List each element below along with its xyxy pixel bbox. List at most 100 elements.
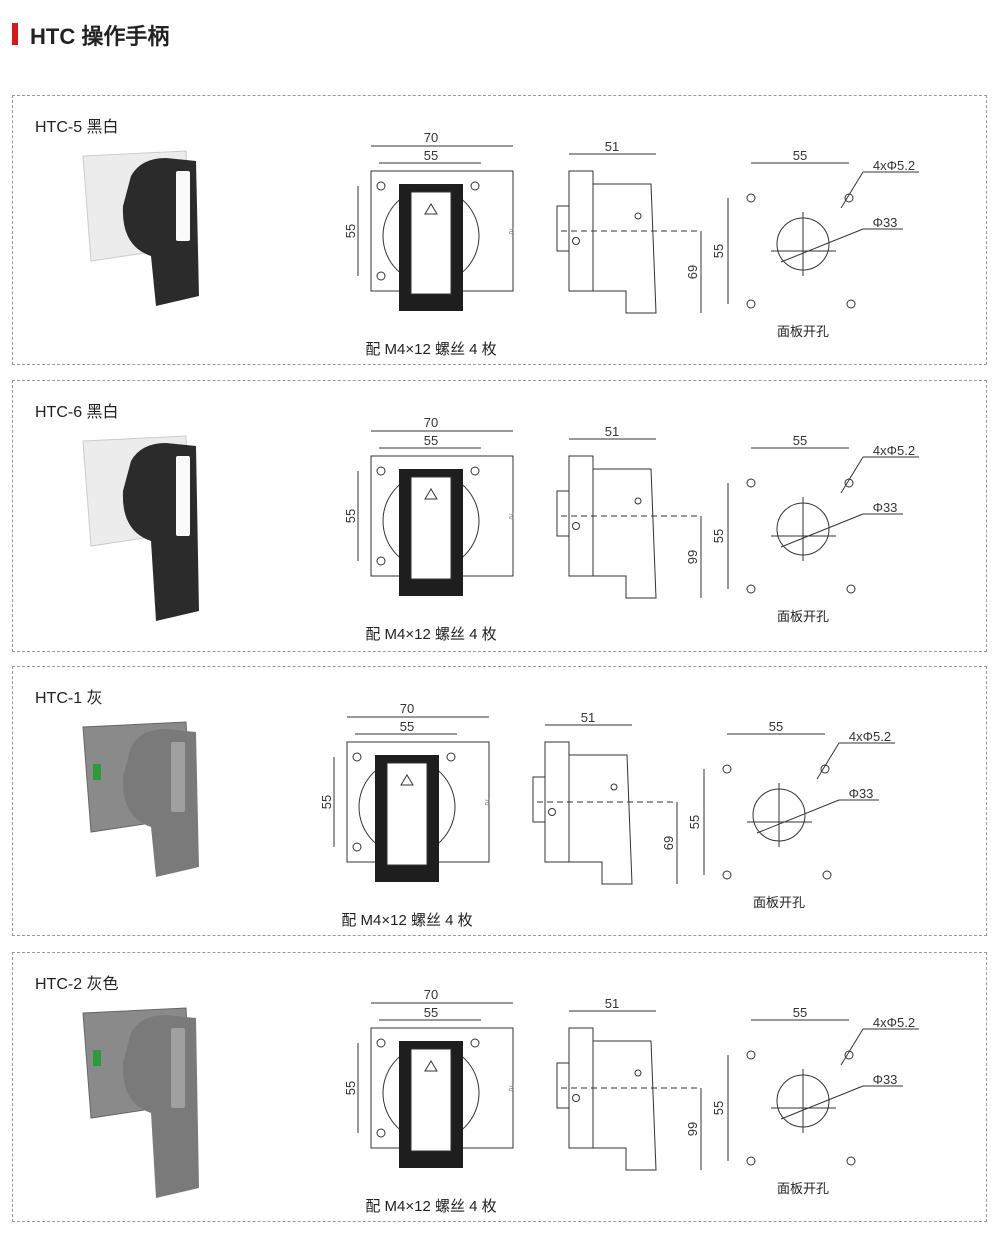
header-accent-bar xyxy=(12,23,18,45)
section-title: HTC-6 黑白 xyxy=(35,404,119,421)
dim-small-hole: 4xΦ5.2 xyxy=(873,158,915,173)
panel-label: 面板开孔 xyxy=(777,1181,829,1196)
dim-hole-spacing: 55 xyxy=(424,433,438,448)
dim-panel-spacing-v: 55 xyxy=(711,529,726,543)
handle-insert xyxy=(171,1028,185,1108)
mount-hole xyxy=(746,478,756,488)
dim-hole-spacing-v: 55 xyxy=(343,224,358,238)
screw-hole xyxy=(376,181,386,191)
mount-hole xyxy=(846,1156,856,1166)
leader-line xyxy=(780,513,864,548)
caption: 配 M4×12 螺丝 4 枚 xyxy=(365,341,496,358)
dim-tiny: 70 xyxy=(507,1085,513,1092)
leader-line xyxy=(780,228,864,263)
dim-panel-spacing-v: 55 xyxy=(711,1101,726,1115)
dim-panel-spacing-v: 55 xyxy=(687,815,702,829)
green-indicator xyxy=(93,764,101,780)
caption: 配 M4×12 螺丝 4 枚 xyxy=(365,1198,496,1215)
side-hole xyxy=(572,237,580,245)
section-title: HTC-2 灰色 xyxy=(35,976,119,993)
screw-hole xyxy=(376,556,386,566)
handle-window xyxy=(386,762,428,866)
mount-hole xyxy=(846,299,856,309)
dim-side-width: 51 xyxy=(605,996,619,1011)
leader-line xyxy=(756,799,840,834)
side-view: 51 69 xyxy=(556,139,702,314)
handle-insert xyxy=(176,456,190,536)
page-title: HTC 操作手柄 xyxy=(30,24,170,49)
caption: 配 M4×12 螺丝 4 枚 xyxy=(341,912,472,929)
side-hole xyxy=(634,212,642,220)
dim-tiny: 70 xyxy=(483,799,489,806)
panel-label: 面板开孔 xyxy=(777,324,829,339)
screw-hole xyxy=(470,466,480,476)
side-hole xyxy=(572,522,580,530)
dim-side-width: 51 xyxy=(605,139,619,154)
mount-hole xyxy=(746,584,756,594)
dim-hole-spacing-v: 55 xyxy=(343,1081,358,1095)
mount-hole xyxy=(822,870,832,880)
green-indicator xyxy=(93,1050,101,1066)
side-body xyxy=(569,754,633,885)
dim-panel-spacing: 55 xyxy=(793,433,807,448)
dim-panel-spacing-v: 55 xyxy=(711,244,726,258)
panel-label: 面板开孔 xyxy=(777,609,829,624)
side-hole xyxy=(572,1094,580,1102)
arrow-up-icon xyxy=(424,203,438,215)
arrow-up-icon xyxy=(400,774,414,786)
dim-hole-spacing: 55 xyxy=(424,1005,438,1020)
side-shaft xyxy=(532,776,546,823)
dim-small-hole: 4xΦ5.2 xyxy=(873,1015,915,1030)
side-shaft xyxy=(556,205,570,252)
side-shaft xyxy=(556,490,570,537)
dim-panel-spacing: 55 xyxy=(793,148,807,163)
dim-hole-spacing-v: 55 xyxy=(343,509,358,523)
dim-big-hole: Φ33 xyxy=(849,786,874,801)
mount-hole xyxy=(722,764,732,774)
dim-side-width: 51 xyxy=(581,710,595,725)
dim-side-depth: 99 xyxy=(685,1122,700,1136)
side-hole xyxy=(548,808,556,816)
dim-hole-spacing: 55 xyxy=(424,148,438,163)
product-image xyxy=(82,1007,199,1198)
screw-hole xyxy=(470,181,480,191)
dim-side-depth: 69 xyxy=(685,265,700,279)
mount-hole xyxy=(722,870,732,880)
dim-tiny: 70 xyxy=(507,513,513,520)
mount-hole xyxy=(846,584,856,594)
side-view: 51 99 xyxy=(556,996,702,1171)
section-title: HTC-1 灰 xyxy=(35,690,103,707)
leader-line xyxy=(840,1028,864,1066)
dim-panel-spacing: 55 xyxy=(769,719,783,734)
leader-line xyxy=(840,456,864,494)
product-image xyxy=(82,150,199,306)
dim-big-hole: Φ33 xyxy=(873,500,898,515)
mount-hole xyxy=(746,1050,756,1060)
screw-hole xyxy=(376,1038,386,1048)
mount-hole xyxy=(746,193,756,203)
arrow-up-icon xyxy=(424,488,438,500)
leader-line xyxy=(840,171,864,209)
dim-small-hole: 4xΦ5.2 xyxy=(873,443,915,458)
dim-hole-spacing: 55 xyxy=(400,719,414,734)
dim-side-depth: 69 xyxy=(661,836,676,850)
product-image xyxy=(82,721,199,877)
